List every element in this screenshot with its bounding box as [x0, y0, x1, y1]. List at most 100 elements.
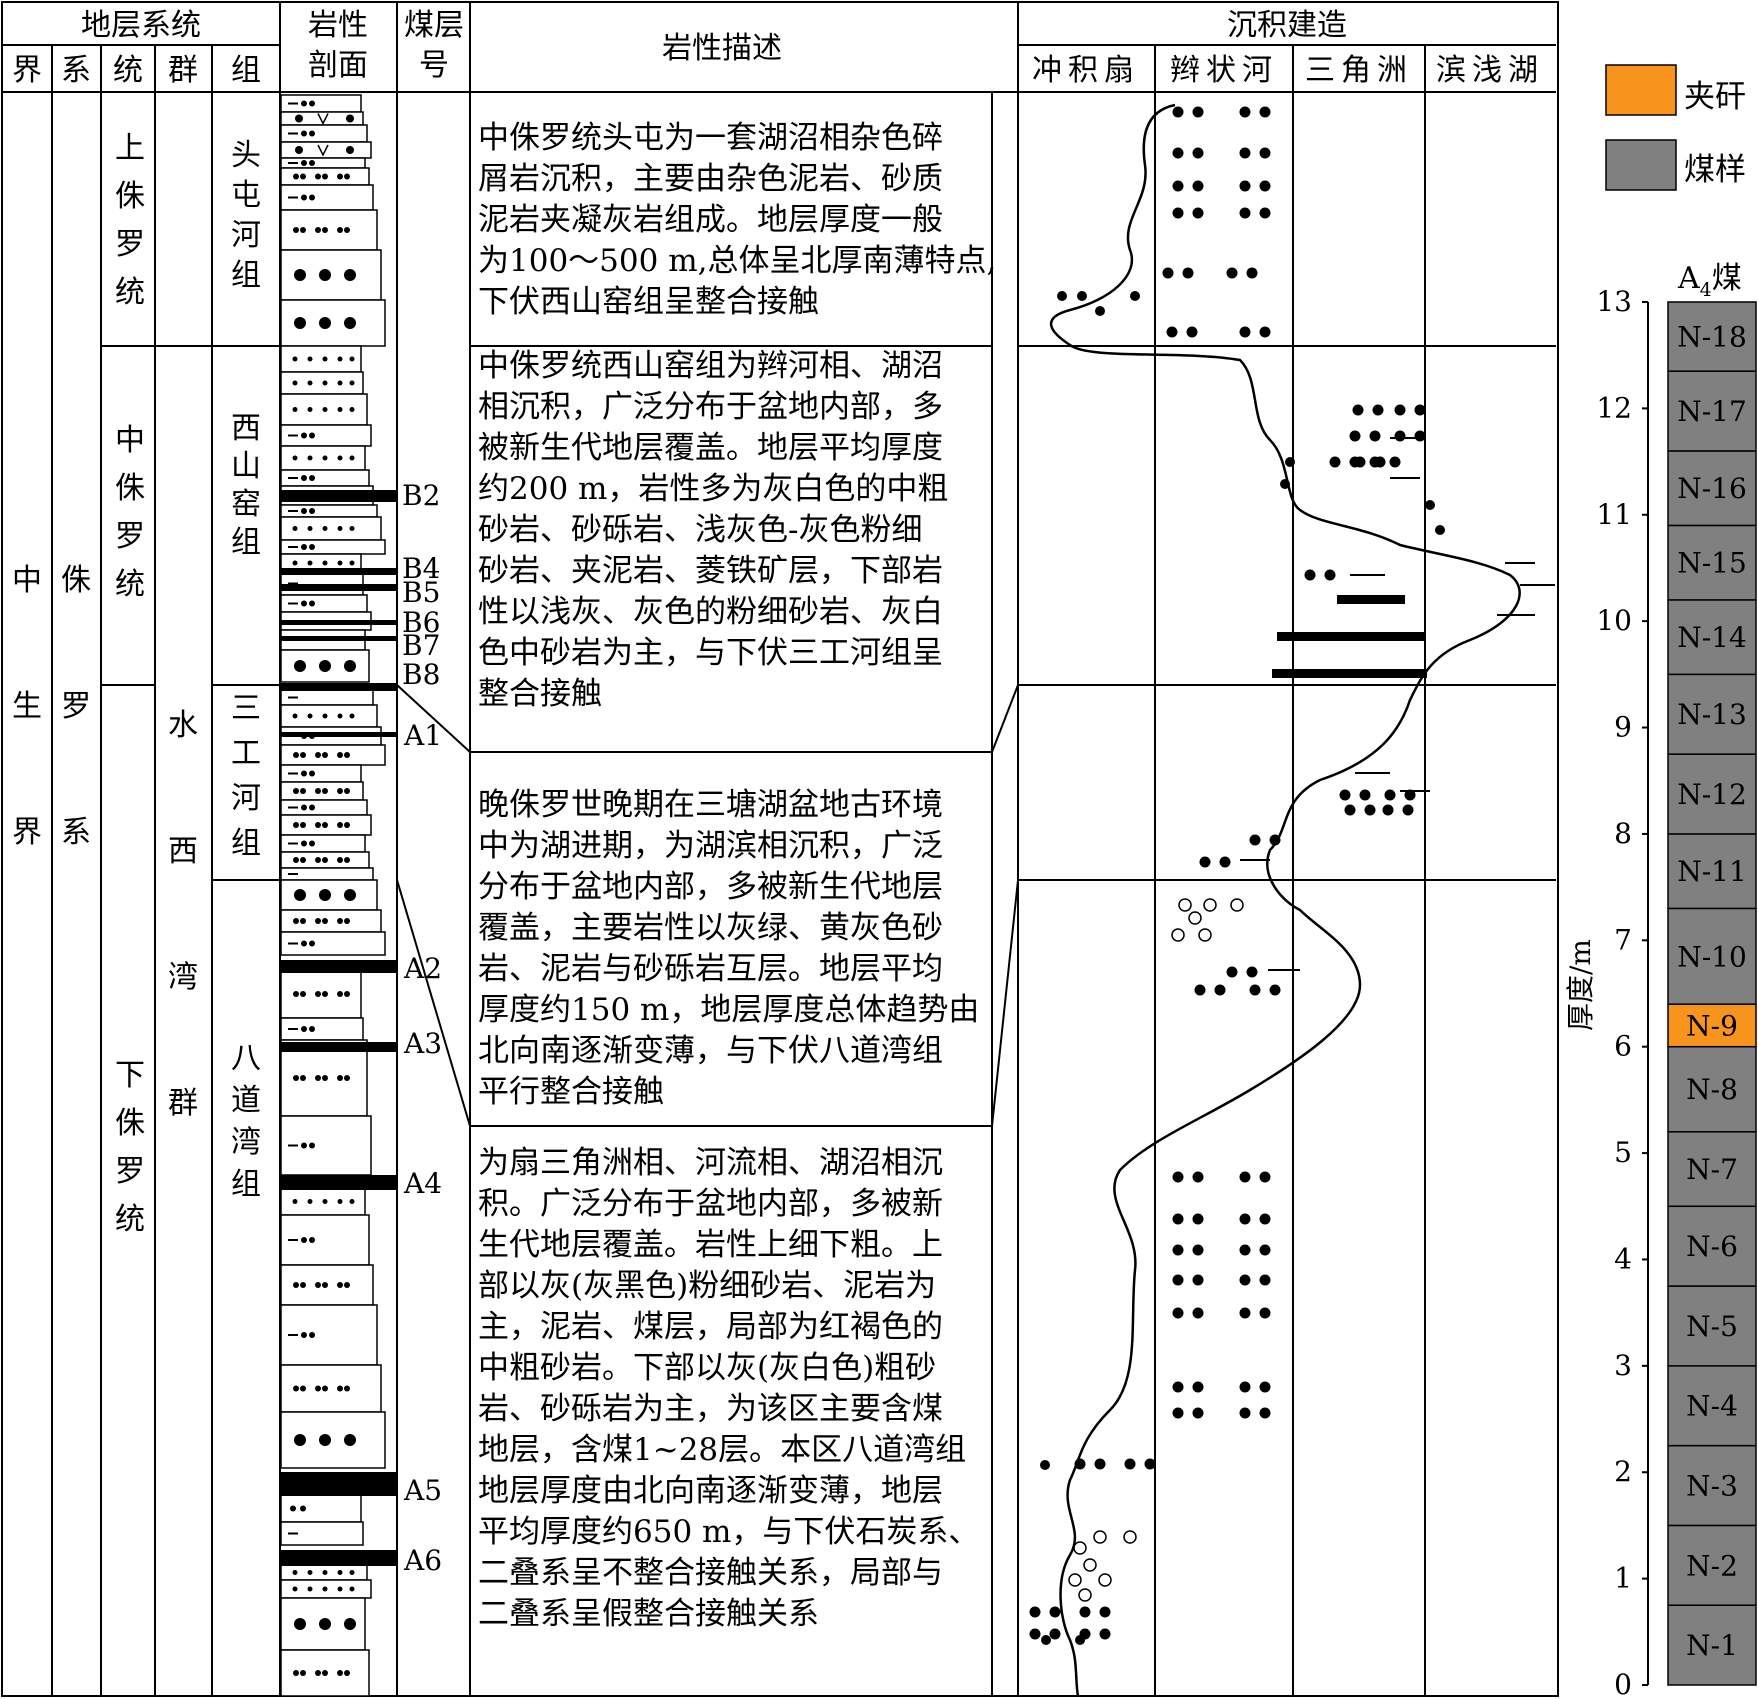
facies-dot	[1226, 966, 1238, 978]
facies-dot	[1304, 569, 1316, 581]
desc-line: 中为湖进期，为湖滨相沉积，广泛	[478, 828, 943, 864]
coal-seam-b2: B2	[402, 479, 440, 512]
desc-line: 二叠系呈假整合接触关系	[478, 1596, 819, 1632]
desc-line: 中粗砂岩。下部以灰(灰白色)粗砂	[478, 1350, 936, 1386]
sand-dot	[322, 560, 328, 566]
core-tick-label: 3	[1614, 1349, 1632, 1382]
silt-dot	[300, 918, 306, 924]
facies-dot	[1402, 804, 1414, 816]
coal-seam-bar	[281, 1175, 397, 1190]
gravel-dot	[294, 269, 306, 281]
silt-dot	[309, 1237, 315, 1243]
facies-dot	[1079, 1606, 1091, 1618]
facies-dot	[1172, 1274, 1184, 1286]
sand-dot	[322, 380, 328, 386]
facies-dot	[1192, 1244, 1204, 1256]
gravel-dot	[344, 269, 356, 281]
desc-line: 分布于盆地内部，多被新生代地层	[478, 869, 943, 905]
coal-seam-b7: B7	[402, 629, 440, 662]
table-border	[1, 1, 1559, 1697]
silt-dot	[315, 918, 321, 924]
silt-dot	[301, 544, 307, 550]
silt-dot	[309, 770, 315, 777]
silt-dot	[293, 991, 299, 997]
gravel-dot	[319, 317, 331, 329]
sand-dot	[292, 407, 298, 412]
facies-dot	[1194, 984, 1206, 996]
core-sample-label: N-15	[1677, 547, 1747, 580]
desc-line: 北向南逐渐变薄，与下伏八道湾组	[478, 1033, 943, 1069]
sand-dot	[349, 455, 355, 461]
core-tick-label: 7	[1614, 923, 1632, 956]
desc-line: 覆盖，主要岩性以灰绿、黄灰色砂	[478, 910, 943, 946]
sand-dot	[337, 1586, 343, 1592]
table-grid	[1, 1, 1559, 1697]
header-series: 统	[113, 53, 143, 88]
facies-dot	[1192, 106, 1204, 118]
desc-line: 岩、砂砾岩为主，为该区主要含煤	[478, 1391, 943, 1427]
silt-dot	[309, 804, 315, 811]
facies-ring	[1123, 1530, 1137, 1544]
gravel-dot	[344, 889, 356, 901]
facies-ring	[1078, 1588, 1092, 1602]
silt-dot	[290, 1505, 296, 1512]
core-tick-label: 2	[1614, 1455, 1632, 1488]
legend-parting-label: 夹矸	[1684, 79, 1746, 115]
facies-dot	[1057, 291, 1067, 301]
desc-line: 地层，含煤1~28层。本区八道湾组	[478, 1432, 966, 1468]
facies-dot	[1364, 804, 1376, 816]
facies-dot	[1192, 1213, 1204, 1225]
silt-dot	[315, 227, 321, 233]
facies-dot	[1186, 326, 1198, 338]
core-sample-block	[1667, 450, 1757, 527]
sedimentary-header: 沉积建造	[1227, 8, 1347, 43]
core-sample-block	[1667, 1131, 1757, 1208]
facies-dot	[1172, 147, 1184, 159]
silt-dot	[315, 822, 321, 828]
facies-braided-river: 辫状河	[1170, 53, 1278, 88]
core-sample-label: N-10	[1677, 940, 1747, 973]
silt-dot	[315, 1282, 321, 1288]
silt-dot	[337, 1075, 343, 1081]
silt-dot	[300, 227, 306, 233]
silt-dot	[322, 857, 328, 863]
silt-dot	[309, 544, 315, 550]
core-sample-block	[1667, 1604, 1757, 1686]
silt-dot	[337, 227, 343, 233]
silt-dot	[309, 475, 315, 481]
facies-dot	[1259, 207, 1271, 219]
facies-ring	[1068, 1573, 1082, 1587]
sand-dot	[292, 1199, 298, 1204]
facies-dot	[1214, 984, 1226, 996]
desc-line: 二叠系呈不整合接触关系，局部与	[478, 1555, 943, 1591]
facies-dot	[1259, 1244, 1271, 1256]
desc-line: 主，泥岩、煤层，局部为红褐色的	[478, 1309, 943, 1345]
facies-dot	[1095, 306, 1105, 316]
gravel-dot	[346, 146, 354, 154]
facies-dot	[1259, 147, 1271, 159]
facies-dot	[1349, 430, 1361, 442]
facies-dot	[1172, 106, 1184, 118]
gravel-dot	[346, 114, 354, 123]
facies-dot	[1239, 180, 1251, 192]
coal-seam-b8: B8	[402, 658, 440, 691]
connector-right-2	[991, 879, 1019, 1127]
sand-dot	[307, 407, 313, 412]
facies-dot	[1192, 1171, 1204, 1183]
sand-dot	[322, 1199, 328, 1204]
facies-dot	[1425, 500, 1435, 510]
facies-coal-bar	[1337, 595, 1405, 604]
desc-xishanyao: 中侏罗统西山窑组为辫河相、湖沼相沉积，广泛分布于盆地内部，多被新生代地层覆盖。地…	[478, 348, 948, 712]
facies-ring	[1178, 898, 1192, 912]
facies-coal-bar	[1272, 669, 1427, 678]
facies-dot	[1369, 430, 1381, 442]
silt-dot	[309, 600, 315, 607]
silt-dot	[300, 822, 306, 828]
facies-ring	[1093, 1530, 1107, 1544]
facies-dot	[1269, 984, 1281, 996]
silt-dot	[344, 173, 350, 180]
silt-dot	[322, 1385, 328, 1392]
sand-dot	[292, 1570, 298, 1575]
desc-toutunhe: 中侏罗统头屯为一套湖沼相杂色碎屑岩沉积，主要由杂色泥岩、砂质泥岩夹凝灰岩组成。地…	[478, 120, 996, 320]
formation-sangonghe-label: 三工河组	[231, 691, 261, 861]
